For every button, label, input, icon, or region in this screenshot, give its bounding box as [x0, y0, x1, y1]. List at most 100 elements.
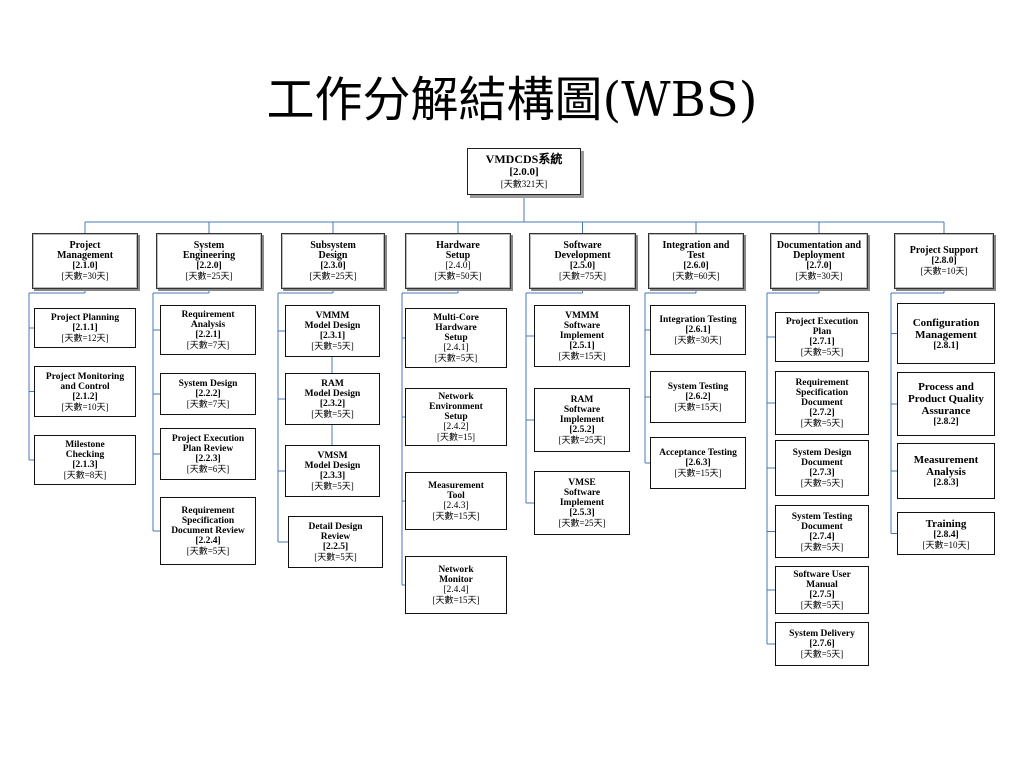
node-code: [2.1.2]: [72, 391, 98, 402]
node-code: [2.7.2]: [809, 408, 835, 418]
wbs-task-node: Milestone Checking[2.1.3][天數=8天]: [34, 435, 136, 485]
wbs-task-node: System Design Document[2.7.3][天數=5天]: [775, 440, 869, 496]
node-duration: [天數=30天]: [61, 271, 109, 281]
wbs-task-node: Multi-Core Hardware Setup[2.4.1][天數=5天]: [405, 308, 507, 368]
node-duration: [天數=30天]: [674, 335, 722, 345]
wbs-group-node: Software Development[2.5.0][天數=75天]: [529, 233, 636, 289]
node-duration: [天數=15天]: [432, 511, 480, 521]
node-code: [2.7.5]: [809, 590, 835, 600]
node-duration: [天數=5天]: [311, 341, 354, 351]
wbs-task-node: Detail Design Review[2.2.5][天數=5天]: [288, 516, 383, 568]
wbs-task-node: Integration Testing[2.6.1][天數=30天]: [650, 305, 746, 355]
wbs-group-node: Subsystem Design[2.3.0][天數=25天]: [281, 233, 385, 289]
node-code: [2.3.3]: [319, 471, 346, 481]
node-name: Software Development: [554, 240, 611, 261]
page-title: 工作分解結構圖(WBS): [266, 72, 758, 128]
node-name: Multi-Core Hardware Setup: [433, 313, 479, 343]
node-code: [2.8.1]: [933, 340, 959, 351]
node-duration: [天數=10天]: [61, 401, 109, 412]
node-name: Process and Product Quality Assurance: [908, 381, 984, 417]
wbs-group-node: Project Management[2.1.0][天數=30天]: [32, 233, 138, 289]
node-code: [2.8.4]: [933, 529, 959, 540]
node-duration: [天數=25天]: [558, 518, 606, 528]
node-duration: [天數=10天]: [922, 539, 970, 550]
node-duration: [天數=5天]: [311, 481, 354, 491]
node-duration: [天數=12天]: [61, 333, 109, 343]
node-name: Software User Manual: [793, 570, 851, 590]
node-code: [2.7.3]: [809, 468, 835, 478]
node-name: Requirement Specification Document Revie…: [171, 506, 245, 536]
node-code: [2.2.4]: [195, 536, 221, 546]
wbs-task-node: Project Planning[2.1.1][天數=12天]: [34, 308, 136, 348]
node-name: VMSM Model Design: [304, 451, 361, 471]
node-name: Integration and Test: [662, 240, 730, 261]
node-code: [2.7.0]: [806, 261, 832, 271]
node-duration: [天數=7天]: [186, 399, 230, 409]
node-code: [2.6.2]: [685, 392, 711, 402]
node-name: System Design Document: [792, 448, 852, 468]
node-duration: [天數=5天]: [800, 600, 844, 610]
node-duration: [天數=8天]: [63, 470, 107, 480]
node-code: [2.5.3]: [569, 508, 595, 518]
wbs-task-node: VMSE Software Implement[2.5.3][天數=25天]: [534, 471, 630, 535]
node-code: [2.4.4]: [443, 585, 469, 595]
node-name: Hardware Setup: [436, 240, 480, 261]
node-name: Detail Design Review: [308, 522, 363, 542]
wbs-group-node: Hardware Setup[2.4.0][天數=50天]: [405, 233, 511, 289]
node-name: RAM Software Implement: [559, 395, 605, 425]
node-duration: [天數=5天]: [800, 347, 844, 357]
node-code: [2.1.0]: [72, 261, 98, 271]
node-duration: [天數=6天]: [186, 464, 230, 474]
wbs-task-node: System Testing[2.6.2][天數=15天]: [650, 371, 746, 423]
node-name: Configuration Management: [912, 316, 980, 341]
node-code: [2.6.0]: [683, 261, 709, 271]
node-name: Measurement Tool: [428, 481, 484, 501]
wbs-task-node: System Design[2.2.2][天數=7天]: [160, 373, 256, 415]
node-duration: [天數=5天]: [311, 409, 354, 419]
node-name: System Design: [178, 379, 238, 389]
wbs-root-node: VMDCDS系統[2.0.0][天數321天]: [467, 148, 581, 195]
node-name: Project Execution Plan: [785, 317, 859, 337]
node-name: Measurement Analysis: [913, 454, 979, 478]
node-code: [2.4.1]: [443, 343, 469, 353]
node-code: [2.3.2]: [319, 399, 346, 409]
node-code: [2.4.2]: [443, 422, 469, 432]
node-code: [2.7.4]: [809, 531, 835, 542]
wbs-task-node: Training[2.8.4][天數=10天]: [897, 512, 995, 555]
node-code: [2.3.0]: [320, 261, 346, 271]
node-code: [2.6.3]: [685, 458, 711, 468]
wbs-group-node: Documentation and Deployment[2.7.0][天數=3…: [770, 233, 868, 289]
node-duration: [天數=5天]: [800, 541, 844, 552]
node-name: Project Execution Plan Review: [171, 434, 245, 454]
node-name: Subsystem Design: [310, 240, 356, 261]
node-duration: [天數=5天]: [186, 546, 230, 556]
node-code: [2.8.2]: [933, 417, 959, 427]
node-duration: [天數=7天]: [186, 340, 230, 350]
node-name: Acceptance Testing: [659, 448, 737, 458]
node-name: System Testing Document: [791, 511, 853, 532]
node-code: [2.2.1]: [195, 330, 221, 340]
node-code: [2.5.1]: [569, 341, 595, 351]
wbs-task-node: System Testing Document[2.7.4][天數=5天]: [775, 505, 869, 558]
node-duration: [天數=5天]: [800, 478, 844, 488]
wbs-task-node: Measurement Analysis[2.8.3]: [897, 443, 995, 499]
node-code: [2.0.0]: [509, 166, 539, 178]
node-name: RAM Model Design: [304, 379, 361, 399]
wbs-group-node: Integration and Test[2.6.0][天數=60天]: [648, 233, 744, 289]
wbs-task-node: VMMM Software Implement[2.5.1][天數=15天]: [534, 305, 630, 367]
node-code: [2.4.0]: [445, 261, 471, 271]
node-name: Project Planning: [50, 313, 120, 323]
node-duration: [天數=30天]: [795, 271, 843, 281]
node-duration: [天數=15天]: [558, 351, 606, 361]
node-duration: [天數=60天]: [672, 271, 720, 281]
wbs-task-node: VMSM Model Design[2.3.3][天數=5天]: [285, 445, 380, 497]
node-code: [2.7.1]: [809, 337, 835, 347]
node-duration: [天數=15天]: [674, 402, 722, 412]
node-code: [2.3.1]: [319, 331, 346, 341]
node-code: [2.7.6]: [809, 639, 835, 649]
wbs-task-node: VMMM Model Design[2.3.1][天數=5天]: [285, 305, 380, 357]
node-duration: [天數=25天]: [185, 271, 233, 281]
node-duration: [天數=75天]: [558, 271, 607, 281]
wbs-task-node: System Delivery[2.7.6][天數=5天]: [775, 622, 869, 666]
